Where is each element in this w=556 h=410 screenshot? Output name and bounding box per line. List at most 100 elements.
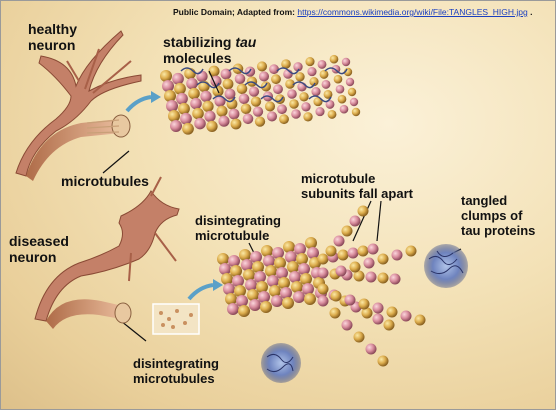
loose-subunit (317, 253, 329, 265)
tubulin-bead (298, 263, 310, 275)
tubulin-bead (287, 89, 297, 99)
loose-subunit (330, 290, 342, 302)
loose-subunit (365, 343, 377, 355)
loose-subunit (361, 307, 373, 319)
tubulin-bead (261, 245, 273, 257)
healthy-microtubule (160, 54, 361, 135)
tubulin-bead (178, 102, 190, 115)
tubulin-bead (285, 251, 297, 263)
credit-suffix: . (527, 7, 533, 17)
tau-molecule (308, 95, 332, 103)
loose-subunit (372, 313, 384, 325)
tubulin-bead (250, 251, 262, 263)
tubulin-bead (256, 281, 268, 293)
loose-subunit (341, 225, 353, 237)
tubulin-bead (278, 277, 290, 289)
tubulin-bead (321, 79, 331, 89)
loose-subunit (386, 306, 398, 318)
zoom-arrow-bottom (187, 283, 214, 301)
tubulin-bead (228, 255, 240, 267)
tubulin-bead (219, 263, 231, 275)
tubulin-bead (341, 57, 351, 67)
tubulin-bead (258, 71, 270, 82)
tubulin-bead (299, 92, 309, 102)
tubulin-bead (206, 120, 218, 133)
credit-prefix: Public Domain; Adapted from: (173, 7, 298, 17)
tubulin-bead (304, 293, 316, 305)
tau-molecule (228, 67, 252, 75)
tubulin-bead (339, 104, 349, 114)
loose-subunit (365, 271, 377, 283)
tubulin-bead (351, 107, 361, 117)
loose-subunit (377, 272, 389, 284)
loose-subunit (383, 319, 395, 331)
loose-subunit (325, 245, 337, 257)
tubulin-bead (333, 74, 343, 84)
loose-subunit (358, 298, 370, 310)
tau-molecule (180, 67, 204, 75)
tubulin-bead (260, 301, 272, 313)
zoom-inset-box (152, 303, 200, 335)
tubulin-bead (230, 265, 242, 277)
label-microtubules: microtubules (61, 173, 149, 189)
tau-molecule (324, 67, 348, 75)
tau-molecule (212, 95, 236, 103)
tubulin-bead (302, 283, 314, 295)
tubulin-bead (285, 79, 295, 89)
tubulin-bead (281, 59, 291, 69)
tubulin-bead (335, 84, 345, 94)
tubulin-bead (303, 112, 313, 122)
loose-subunit (344, 294, 356, 306)
tubulin-bead (266, 111, 278, 122)
tubulin-bead (242, 113, 254, 125)
tubulin-bead (240, 103, 252, 115)
tau-molecule (244, 81, 268, 89)
tubulin-bead (221, 273, 233, 285)
tubulin-bead (218, 115, 230, 127)
tubulin-bead (228, 108, 240, 120)
tubulin-bead (277, 104, 287, 115)
tubulin-bead (232, 275, 244, 287)
tubulin-bead (247, 289, 259, 301)
loose-subunit (363, 257, 375, 269)
tubulin-bead (236, 295, 248, 307)
loose-subunit (367, 243, 379, 255)
loose-subunit (377, 253, 389, 265)
tubulin-bead (271, 74, 281, 85)
tubulin-bead (217, 253, 229, 265)
tubulin-bead (254, 116, 266, 127)
tubulin-bead (337, 94, 347, 104)
loose-subunit (349, 261, 361, 273)
loose-subunits (317, 205, 426, 367)
tubulin-bead (283, 241, 295, 253)
tubulin-bead (188, 87, 200, 100)
tubulin-bead (214, 95, 226, 107)
zoom-arrow-top (125, 95, 152, 113)
tubulin-bead (238, 93, 250, 105)
tubulin-bead (182, 122, 194, 135)
credit-link[interactable]: https://commons.wikimedia.org/wiki/File:… (297, 7, 528, 17)
tubulin-bead (293, 291, 305, 303)
tubulin-bead (345, 77, 355, 87)
tubulin-bead (311, 87, 321, 97)
tubulin-bead (294, 243, 306, 255)
loose-subunit (349, 215, 361, 227)
loose-subunit (391, 249, 403, 261)
tubulin-bead (271, 295, 283, 307)
tubulin-bead (289, 99, 299, 109)
diseased-neuron (34, 176, 180, 329)
tubulin-bead (162, 80, 174, 92)
loose-subunit (317, 283, 329, 295)
tubulin-bead (258, 291, 270, 303)
loose-subunit (317, 267, 329, 279)
tubulin-bead (275, 94, 285, 105)
tubulin-bead (272, 247, 284, 259)
tubulin-bead (248, 86, 260, 97)
tubulin-bead (289, 271, 301, 283)
